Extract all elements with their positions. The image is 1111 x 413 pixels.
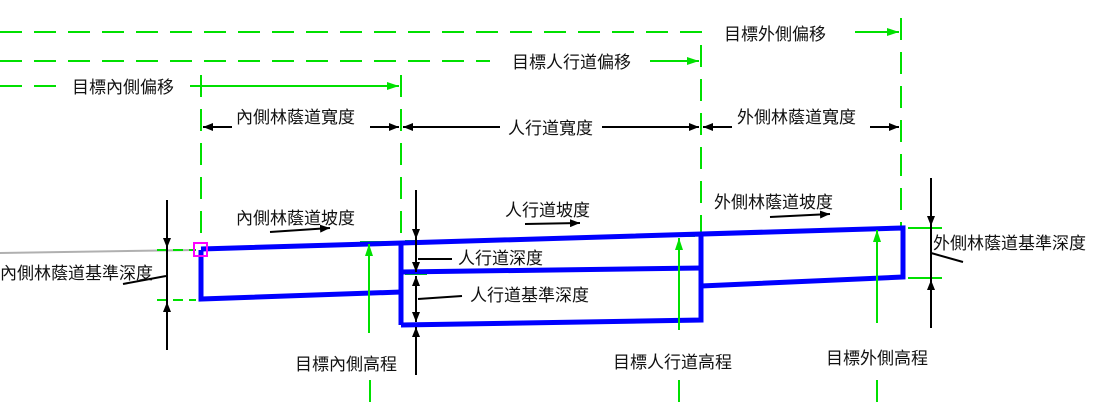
walk-slope-label: 人行道坡度 <box>505 201 590 221</box>
guide-lines <box>200 18 902 413</box>
elevation-arrows <box>365 230 881 333</box>
inner-buffer-base-depth-label: 內側林蔭道基準深度 <box>0 264 153 284</box>
target-outer-offset-label: 目標外側偏移 <box>724 25 826 45</box>
offset-dimensions <box>0 28 899 90</box>
outer-buffer-slope-label: 外側林蔭道坡度 <box>714 193 833 213</box>
insertion-point-marker <box>193 242 208 257</box>
surface-ticks <box>157 227 942 325</box>
target-outer-elevation-label: 目標外側高程 <box>826 349 928 369</box>
inner-buffer-slope-label: 內側林蔭道坡度 <box>236 209 355 229</box>
inner-slope-arrow <box>269 224 331 233</box>
target-inner-elevation-label: 目標內側高程 <box>295 355 397 375</box>
outer-buffer-width-label: 外側林蔭道寬度 <box>737 108 856 128</box>
outer-buffer-base-depth-label: 外側林蔭道基準深度 <box>933 234 1086 254</box>
target-walk-offset-label: 目標人行道偏移 <box>512 53 631 73</box>
depth-dimensions <box>122 178 964 375</box>
outer-slope-arrow <box>769 210 831 219</box>
inner-buffer-width-label: 內側林蔭道寬度 <box>236 108 355 128</box>
section-outline <box>198 225 906 328</box>
walk-base-depth-label: 人行道基準深度 <box>470 286 589 306</box>
target-inner-offset-label: 目標內側偏移 <box>72 78 174 98</box>
walk-depth-label: 人行道深度 <box>458 249 543 269</box>
walk-slope-arrow <box>524 219 581 228</box>
target-walk-elevation-label: 目標人行道高程 <box>613 353 732 373</box>
walk-width-label: 人行道寬度 <box>508 119 593 139</box>
